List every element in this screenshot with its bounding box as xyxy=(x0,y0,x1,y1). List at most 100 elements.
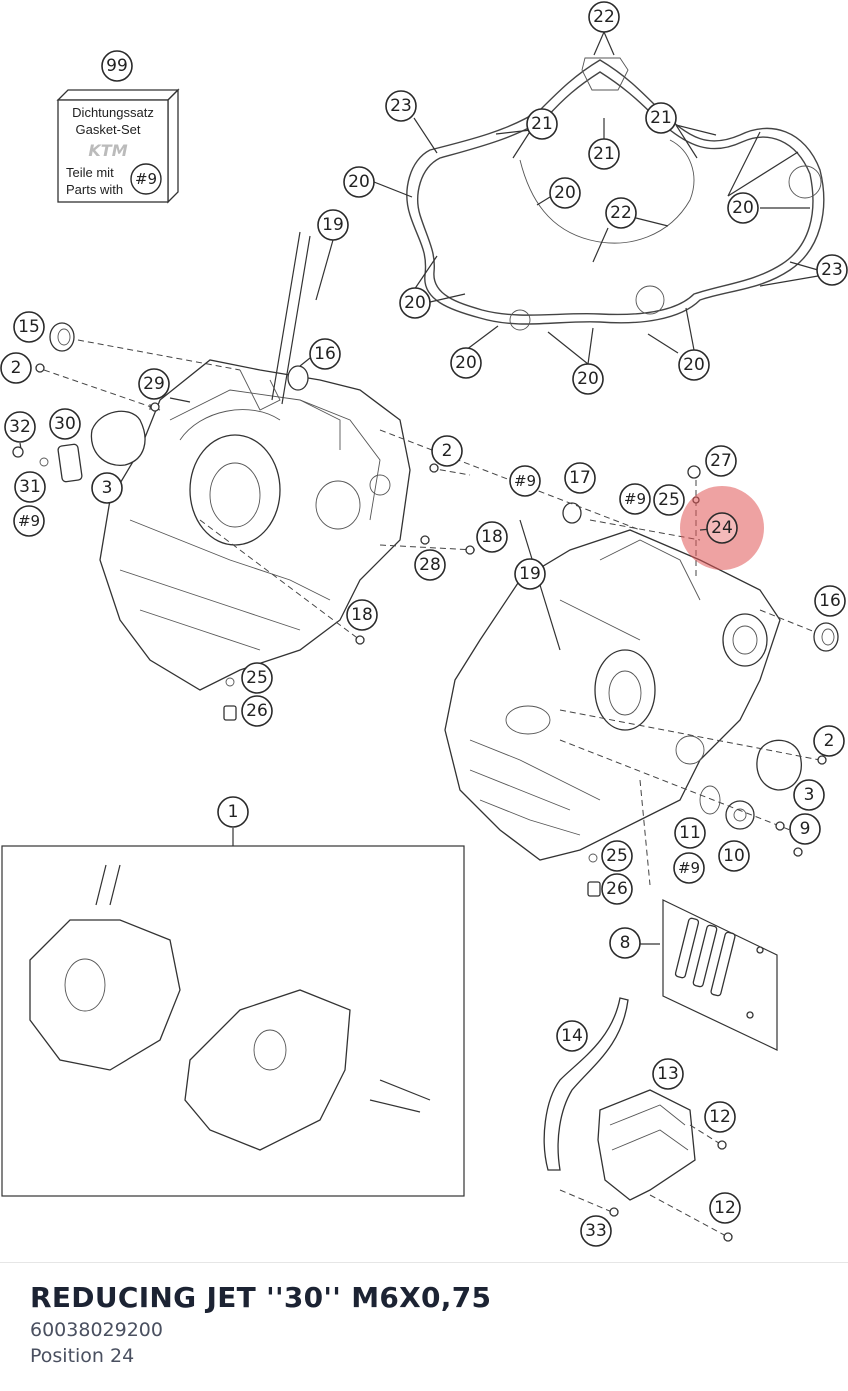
sleeve-17[interactable] xyxy=(562,502,582,524)
callout-21-mid[interactable]: 21 xyxy=(588,138,620,170)
svg-text:16: 16 xyxy=(314,344,336,364)
callout-22-mid[interactable]: 22 xyxy=(605,197,637,229)
svg-text:2: 2 xyxy=(11,358,22,378)
callout-17[interactable]: 17 xyxy=(564,462,596,494)
bolts-19-top[interactable] xyxy=(271,231,311,405)
callout-16-top[interactable]: 16 xyxy=(309,338,341,370)
callout-23-right[interactable]: 23 xyxy=(816,254,848,286)
svg-text:2: 2 xyxy=(824,731,835,751)
callout-3-right[interactable]: 3 xyxy=(793,779,825,811)
svg-text:14: 14 xyxy=(561,1026,583,1046)
svg-text:27: 27 xyxy=(710,451,732,471)
plug-26-left[interactable] xyxy=(223,705,237,721)
gasket-3-left[interactable] xyxy=(90,410,146,466)
chain-guide-14[interactable] xyxy=(543,997,629,1171)
callout-13[interactable]: 13 xyxy=(652,1058,684,1090)
callout-29[interactable]: 29 xyxy=(138,368,170,400)
callout-31[interactable]: 31 xyxy=(14,471,46,503)
svg-text:21: 21 xyxy=(650,108,672,128)
ktm-logo: KTM xyxy=(88,141,127,160)
callout-99[interactable]: 99 xyxy=(101,50,133,82)
seal-ring-16-top[interactable] xyxy=(287,365,309,391)
callout-2-left[interactable]: 2 xyxy=(0,352,32,384)
seal-ring-left[interactable] xyxy=(49,322,75,352)
callout-20-g[interactable]: 20 xyxy=(678,349,710,381)
callout-2-right[interactable]: 2 xyxy=(813,725,845,757)
seal-ring-16-right[interactable] xyxy=(813,622,839,652)
callout-20-d[interactable]: 20 xyxy=(399,287,431,319)
callout-19-right[interactable]: 19 xyxy=(514,558,546,590)
callout-20-e[interactable]: 20 xyxy=(450,347,482,379)
callout-21-left[interactable]: 21 xyxy=(526,108,558,140)
right-crankcase-half[interactable] xyxy=(444,529,781,861)
svg-text:28: 28 xyxy=(419,555,441,575)
callout-28[interactable]: 28 xyxy=(414,549,446,581)
callout-9-ref-bottom[interactable]: #9 xyxy=(673,852,705,884)
callout-2-mid[interactable]: 2 xyxy=(431,435,463,467)
callout-22-top[interactable]: 22 xyxy=(588,1,620,33)
gasket-3-right[interactable] xyxy=(756,739,802,791)
callout-21-right[interactable]: 21 xyxy=(645,102,677,134)
callout-20-b[interactable]: 20 xyxy=(549,177,581,209)
callout-9-ref-mid[interactable]: #9 xyxy=(509,465,541,497)
svg-text:15: 15 xyxy=(18,317,40,337)
callout-20-c[interactable]: 20 xyxy=(727,192,759,224)
complete-crankcase-box[interactable] xyxy=(1,845,465,1197)
callout-9-ref-left[interactable]: #9 xyxy=(13,505,45,537)
callout-19-top[interactable]: 19 xyxy=(317,209,349,241)
svg-text:20: 20 xyxy=(577,369,599,389)
o-ring-11[interactable] xyxy=(699,785,721,815)
callout-10[interactable]: 10 xyxy=(718,840,750,872)
svg-text:8: 8 xyxy=(620,933,631,953)
callout-26-bottom[interactable]: 26 xyxy=(601,873,633,905)
svg-text:33: 33 xyxy=(585,1221,607,1241)
callout-18-top[interactable]: 18 xyxy=(476,521,508,553)
gasket-set-box[interactable]: Dichtungssatz Gasket-Set KTM Teile mit P… xyxy=(56,88,180,204)
callout-16-right[interactable]: 16 xyxy=(814,585,846,617)
callout-3-left[interactable]: 3 xyxy=(91,472,123,504)
svg-text:20: 20 xyxy=(683,355,705,375)
callout-11[interactable]: 11 xyxy=(674,817,706,849)
callout-18-bottom[interactable]: 18 xyxy=(346,599,378,631)
callout-12-bottom[interactable]: 12 xyxy=(709,1192,741,1224)
svg-text:20: 20 xyxy=(404,293,426,313)
callout-27[interactable]: 27 xyxy=(705,445,737,477)
part-number: 60038029200 xyxy=(30,1319,163,1341)
callout-15[interactable]: 15 xyxy=(13,311,45,343)
callout-20-f[interactable]: 20 xyxy=(572,363,604,395)
callout-23-left[interactable]: 23 xyxy=(385,90,417,122)
callout-25-bottom[interactable]: 25 xyxy=(601,840,633,872)
callout-8[interactable]: 8 xyxy=(609,927,641,959)
svg-text:20: 20 xyxy=(732,198,754,218)
callout-20-a[interactable]: 20 xyxy=(343,166,375,198)
svg-text:22: 22 xyxy=(593,7,615,27)
gasket-box-ref: #9 xyxy=(135,170,157,188)
callout-12-top[interactable]: 12 xyxy=(704,1101,736,1133)
svg-text:19: 19 xyxy=(322,215,344,235)
callout-25-top[interactable]: 25 xyxy=(653,484,685,516)
ignition-cover-13[interactable] xyxy=(597,1089,696,1201)
callout-9[interactable]: 9 xyxy=(789,813,821,845)
cover-30[interactable] xyxy=(57,443,83,483)
svg-text:30: 30 xyxy=(54,414,76,434)
callout-24-highlighted[interactable]: 24 xyxy=(706,512,738,544)
left-crankcase-half[interactable] xyxy=(99,359,411,691)
callout-30[interactable]: 30 xyxy=(49,408,81,440)
callout-32[interactable]: 32 xyxy=(4,411,36,443)
gasket-box-line4: Parts with xyxy=(66,182,123,197)
svg-text:12: 12 xyxy=(709,1107,731,1127)
svg-text:#9: #9 xyxy=(624,490,646,508)
callout-26-left[interactable]: 26 xyxy=(241,695,273,727)
oil-pump-10[interactable] xyxy=(725,800,755,830)
callout-25-left[interactable]: 25 xyxy=(241,662,273,694)
svg-text:20: 20 xyxy=(554,183,576,203)
gasket-box-line2: Gasket-Set xyxy=(75,122,140,137)
plug-26-right[interactable] xyxy=(587,881,601,897)
callout-1[interactable]: 1 xyxy=(217,796,249,828)
callout-33[interactable]: 33 xyxy=(580,1215,612,1247)
svg-text:22: 22 xyxy=(610,203,632,223)
selected-part-panel: REDUCING JET ''30'' M6X0,75 60038029200 … xyxy=(0,1262,848,1391)
callout-9-ref-right[interactable]: #9 xyxy=(619,483,651,515)
callout-14[interactable]: 14 xyxy=(556,1020,588,1052)
svg-text:13: 13 xyxy=(657,1064,679,1084)
